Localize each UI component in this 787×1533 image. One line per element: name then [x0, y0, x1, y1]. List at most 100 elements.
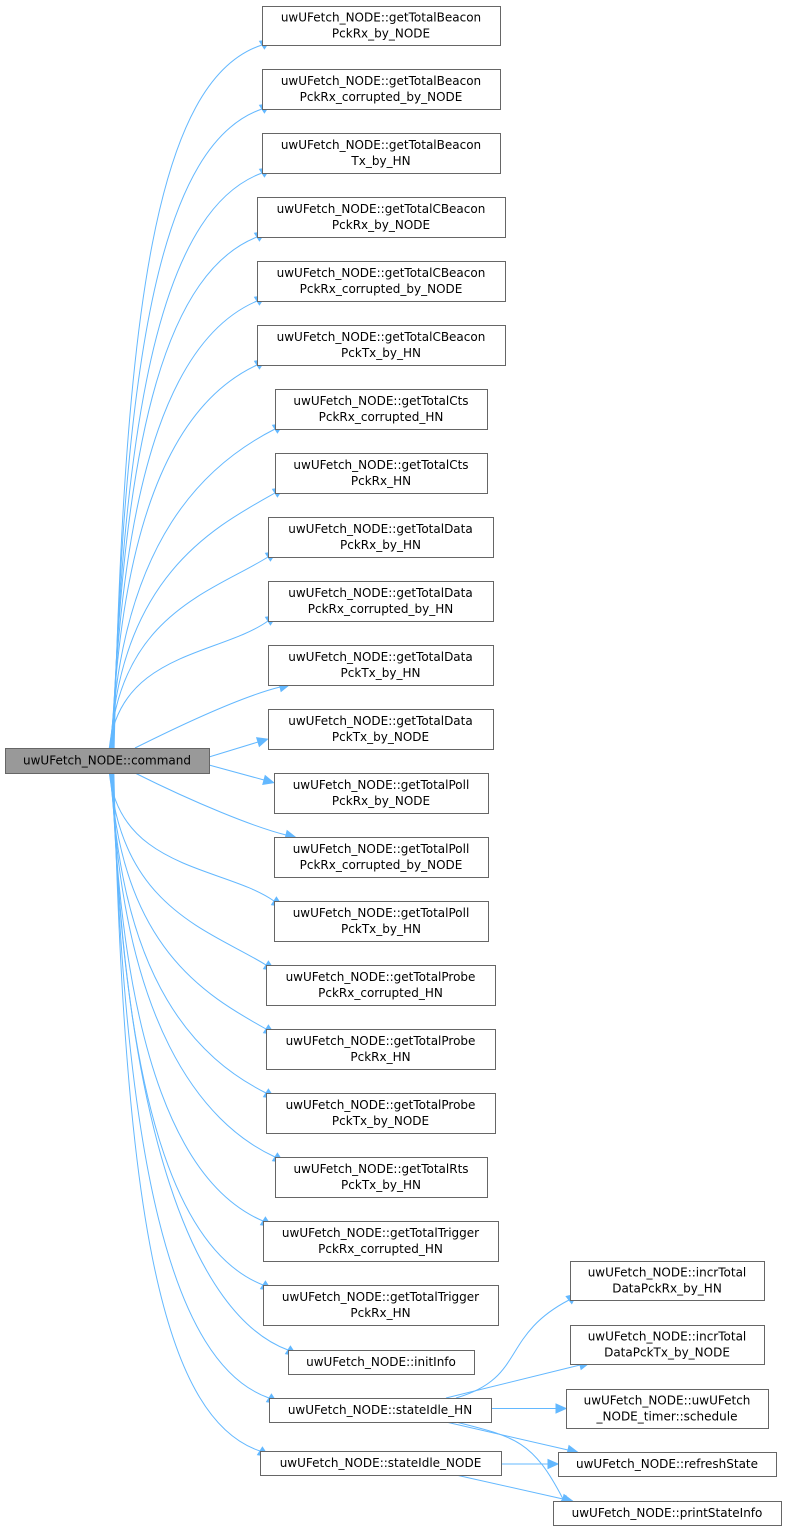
edge-line — [109, 772, 267, 966]
function-node[interactable]: uwUFetch_NODE::refreshState — [558, 1452, 777, 1477]
edge-line — [112, 772, 270, 1399]
node-label: uwUFetch_NODE::getTotalCBeacon — [277, 330, 486, 344]
function-node[interactable]: uwUFetch_NODE::getTotalBeaconPckRx_by_NO… — [262, 6, 501, 46]
node-box — [274, 773, 489, 814]
node-label: Tx_by_HN — [350, 154, 410, 168]
edge-line — [208, 764, 265, 781]
node-label: uwUFetch_NODE::getTotalProbe — [286, 970, 476, 984]
node-label: uwUFetch_NODE::getTotalProbe — [286, 1034, 476, 1048]
node-label: PckRx_HN — [350, 1050, 410, 1064]
function-node[interactable]: uwUFetch_NODE::uwUFetch_NODE_timer::sche… — [566, 1389, 769, 1429]
node-box — [262, 6, 501, 46]
node-label: uwUFetch_NODE::getTotalPoll — [293, 778, 470, 792]
edge-line — [112, 236, 258, 749]
node-label: PckTx_by_HN — [341, 922, 421, 936]
node-label: uwUFetch_NODE::initInfo — [306, 1355, 456, 1369]
edge-root-n11 — [134, 682, 291, 749]
edge-root-n8 — [109, 486, 285, 749]
function-node[interactable]: uwUFetch_NODE::printStateInfo — [553, 1501, 782, 1526]
edge-line — [110, 772, 276, 1158]
edge-line — [108, 772, 275, 902]
node-box — [288, 1350, 475, 1375]
edge-root-n4 — [112, 230, 267, 749]
function-node[interactable]: uwUFetch_NODE::getTotalBeaconPckRx_corru… — [262, 69, 501, 110]
edge-line — [112, 172, 263, 749]
node-label: PckRx_by_NODE — [332, 27, 430, 41]
node-label: PckRx_corrupted_HN — [319, 410, 444, 424]
node-box — [262, 69, 501, 110]
node-label: uwUFetch_NODE::getTotalCBeacon — [277, 266, 486, 280]
node-label: uwUFetch_NODE::getTotalCts — [293, 458, 468, 472]
function-node[interactable]: uwUFetch_NODE::getTotalTriggerPckRx_corr… — [263, 1221, 499, 1262]
function-node[interactable]: uwUFetch_NODE::getTotalDataPckRx_corrupt… — [268, 581, 494, 622]
node-label: DataPckRx_by_HN — [612, 1282, 722, 1296]
node-label: uwUFetch_NODE::getTotalBeacon — [281, 138, 481, 152]
node-box — [262, 133, 501, 174]
edge-root-n15 — [108, 772, 284, 908]
node-label: uwUFetch_NODE::getTotalBeacon — [281, 74, 481, 88]
node-label: PckRx_HN — [351, 474, 411, 488]
nodes: uwUFetch_NODE::commanduwUFetch_NODE::get… — [5, 6, 782, 1526]
function-node[interactable]: uwUFetch_NODE::initInfo — [288, 1350, 475, 1375]
function-node[interactable]: uwUFetch_NODE::getTotalProbePckRx_corrup… — [266, 965, 496, 1006]
node-box — [275, 1157, 488, 1198]
node-label: uwUFetch_NODE::uwUFetch — [584, 1394, 751, 1408]
node-label: uwUFetch_NODE::stateIdle_HN — [288, 1403, 472, 1417]
node-label: _NODE_timer::schedule — [596, 1410, 738, 1424]
edge-n23-n27 — [491, 1403, 568, 1414]
node-label: uwUFetch_NODE::getTotalTrigger — [282, 1226, 479, 1240]
edge-line — [134, 686, 281, 749]
node-label: PckRx_by_HN — [340, 538, 421, 552]
node-box — [275, 453, 488, 494]
function-node[interactable]: uwUFetch_NODE::stateIdle_HN — [269, 1398, 492, 1423]
node-label: PckRx_corrupted_HN — [318, 1242, 443, 1256]
node-label: uwUFetch_NODE::stateIdle_NODE — [280, 1456, 482, 1470]
node-label: PckTx_by_HN — [341, 1178, 421, 1192]
function-node[interactable]: uwUFetch_NODE::getTotalCtsPckRx_corrupte… — [275, 389, 488, 430]
node-label: uwUFetch_NODE::getTotalData — [288, 650, 472, 664]
node-box — [263, 1221, 499, 1262]
node-label: DataPckTx_by_NODE — [604, 1346, 730, 1360]
node-label: uwUFetch_NODE::getTotalTrigger — [282, 1290, 479, 1304]
function-node[interactable]: uwUFetch_NODE::getTotalCBeaconPckTx_by_H… — [257, 325, 506, 366]
edge-line — [445, 1364, 581, 1399]
node-box — [257, 261, 506, 302]
function-node[interactable]: uwUFetch_NODE::getTotalCBeaconPckRx_corr… — [257, 261, 506, 302]
edge-root-n2 — [113, 102, 272, 749]
function-node[interactable]: uwUFetch_NODE::getTotalPollPckRx_corrupt… — [274, 837, 489, 878]
node-box — [266, 965, 496, 1006]
function-node[interactable]: uwUFetch_NODE::stateIdle_NODE — [260, 1451, 502, 1476]
edge-n23-n28 — [445, 1421, 579, 1456]
node-box — [266, 1029, 496, 1070]
edge-line — [110, 428, 276, 749]
edge-line — [113, 108, 263, 749]
edge-root-n1 — [113, 38, 272, 749]
edge-root-n20 — [111, 772, 273, 1228]
node-box — [263, 1285, 499, 1326]
node-label: PckRx_HN — [350, 1306, 410, 1320]
root-node-command[interactable]: uwUFetch_NODE::command — [5, 748, 210, 774]
function-node[interactable]: uwUFetch_NODE::getTotalProbePckTx_by_NOD… — [266, 1093, 496, 1134]
node-label: uwUFetch_NODE::incrTotal — [588, 1266, 747, 1280]
function-node[interactable]: uwUFetch_NODE::getTotalCBeaconPckRx_by_N… — [257, 197, 506, 238]
edge-line — [455, 1474, 564, 1500]
function-node[interactable]: uwUFetch_NODE::incrTotalDataPckTx_by_NOD… — [570, 1325, 765, 1365]
node-label: PckRx_by_NODE — [332, 794, 430, 808]
node-box — [257, 325, 506, 366]
edge-n24-n28 — [501, 1458, 560, 1470]
edge-line — [208, 741, 259, 758]
edge-line — [110, 772, 267, 1094]
node-box — [260, 1451, 502, 1476]
